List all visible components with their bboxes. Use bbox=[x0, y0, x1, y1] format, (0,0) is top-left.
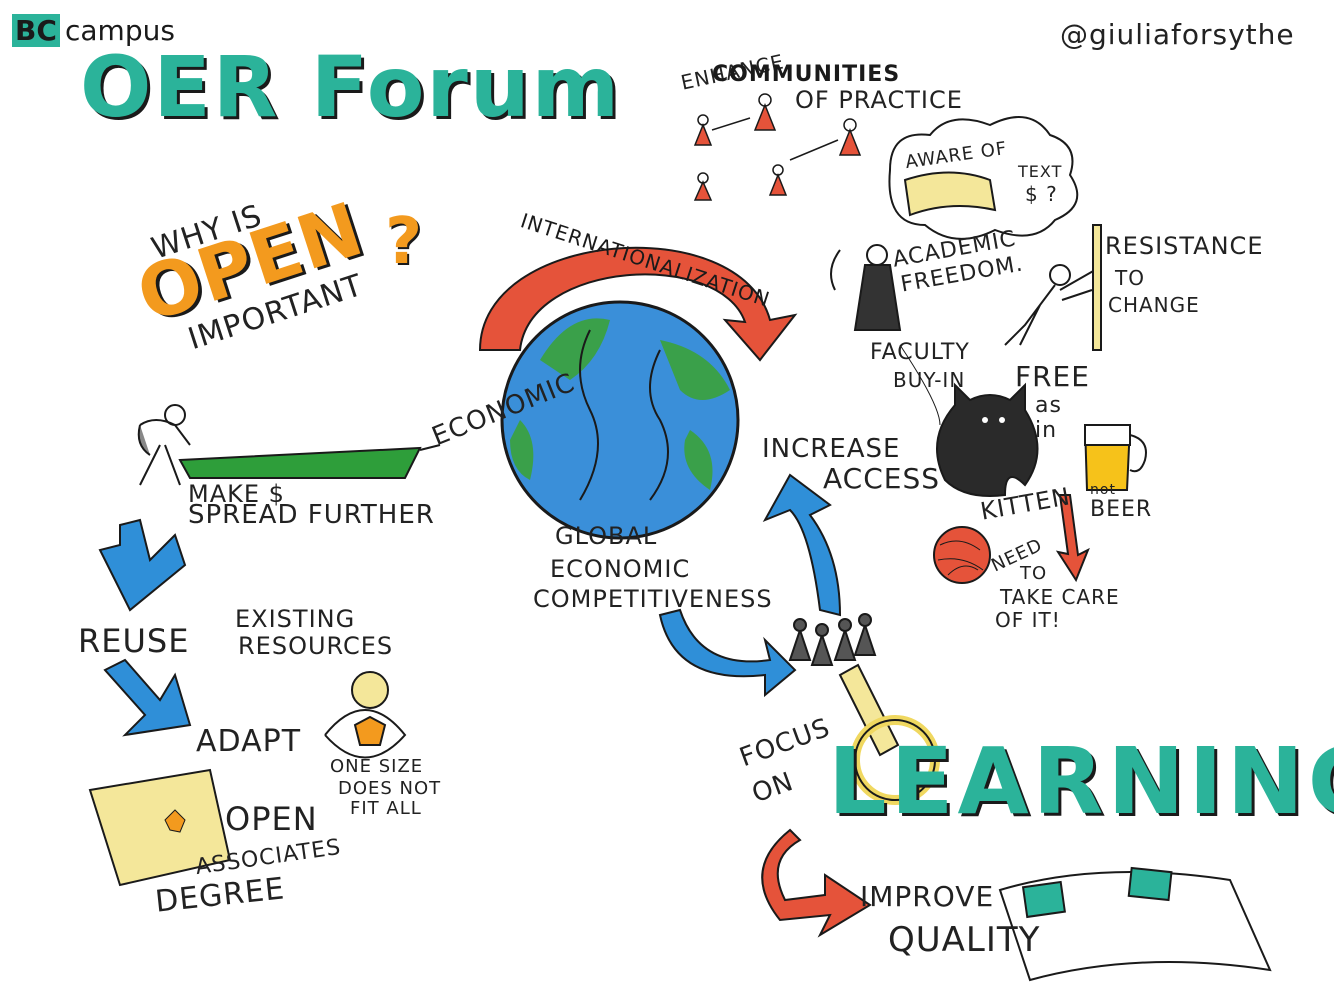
logo-campus: campus bbox=[64, 14, 175, 47]
group-of-people-icon bbox=[788, 613, 877, 666]
faculty-label: FACULTY bbox=[870, 340, 970, 365]
question-mark: ? bbox=[385, 205, 423, 279]
take-care-label: TAKE CARE bbox=[1000, 585, 1120, 609]
resistance-label: RESISTANCE bbox=[1105, 232, 1264, 260]
to-label: TO bbox=[1115, 266, 1145, 290]
spread-further-label: SPREAD FURTHER bbox=[188, 500, 435, 530]
communities-label: COMMUNITIES bbox=[712, 62, 901, 87]
to-label-2: TO bbox=[1020, 563, 1048, 584]
globe-icon bbox=[500, 300, 740, 540]
beer-label: BEER bbox=[1090, 497, 1153, 522]
logo-bc: BC bbox=[12, 14, 60, 47]
down-arrow-2 bbox=[103, 658, 192, 737]
adapt-label: ADAPT bbox=[196, 724, 302, 759]
increase-label: INCREASE bbox=[762, 434, 901, 464]
beer-mug-icon bbox=[1083, 424, 1147, 491]
community-people-icon bbox=[693, 93, 862, 201]
book-icon bbox=[903, 171, 997, 217]
internationalization-arrow bbox=[478, 246, 798, 362]
of-practice-label: OF PRACTICE bbox=[795, 86, 963, 114]
down-arrow-1 bbox=[98, 518, 187, 612]
access-label: ACCESS bbox=[823, 462, 941, 495]
text-mark-label: $ ? bbox=[1025, 182, 1058, 206]
existing-label: EXISTING bbox=[235, 605, 356, 633]
reuse-label: REUSE bbox=[78, 622, 190, 660]
open-book-icon bbox=[998, 866, 1272, 982]
in-label: in bbox=[1035, 418, 1058, 443]
resistance-figure-icon bbox=[1004, 224, 1102, 351]
fit-all-label: FIT ALL bbox=[350, 798, 422, 819]
certificate-icon bbox=[88, 768, 232, 887]
improve-arrow bbox=[761, 828, 872, 938]
care-arrow bbox=[1055, 494, 1090, 583]
page-title: OER Forum bbox=[80, 38, 622, 136]
yarn-ball-icon bbox=[933, 526, 991, 584]
of-it-label: OF IT! bbox=[995, 608, 1061, 632]
one-size-label: ONE SIZE bbox=[330, 756, 424, 777]
magnifying-glass-icon bbox=[838, 663, 940, 805]
author-handle: @giuliaforsythe bbox=[1060, 18, 1295, 51]
text-label: TEXT bbox=[1018, 162, 1063, 181]
free-label: FREE bbox=[1015, 360, 1090, 393]
global-label: GLOBAL bbox=[555, 522, 658, 550]
competitiveness-label: COMPETITIVENESS bbox=[533, 585, 773, 613]
learning-title: LEARNING bbox=[828, 728, 1334, 835]
not-label: not bbox=[1090, 482, 1116, 498]
up-arrow-access bbox=[762, 473, 842, 617]
person-pushing-icon bbox=[137, 404, 191, 486]
kitten-icon bbox=[936, 382, 1039, 497]
open-label: OPEN bbox=[225, 800, 318, 838]
academic-figure-icon bbox=[830, 244, 902, 331]
thought-cloud bbox=[888, 116, 1079, 240]
change-label: CHANGE bbox=[1108, 293, 1200, 317]
improve-label: IMPROVE bbox=[860, 880, 995, 913]
make-money-label: MAKE $ bbox=[188, 480, 285, 508]
as-label: as bbox=[1035, 393, 1062, 418]
right-arrow-access bbox=[658, 608, 797, 698]
quality-label: QUALITY bbox=[888, 920, 1041, 960]
money-strip bbox=[178, 446, 422, 479]
person-tshirt-icon bbox=[324, 671, 407, 759]
buy-in-label: BUY-IN bbox=[893, 368, 966, 392]
bccampus-logo: BC campus bbox=[12, 14, 175, 47]
resources-label: RESOURCES bbox=[238, 632, 394, 660]
does-not-label: DOES NOT bbox=[338, 778, 442, 799]
economic-label-2: ECONOMIC bbox=[550, 555, 691, 583]
